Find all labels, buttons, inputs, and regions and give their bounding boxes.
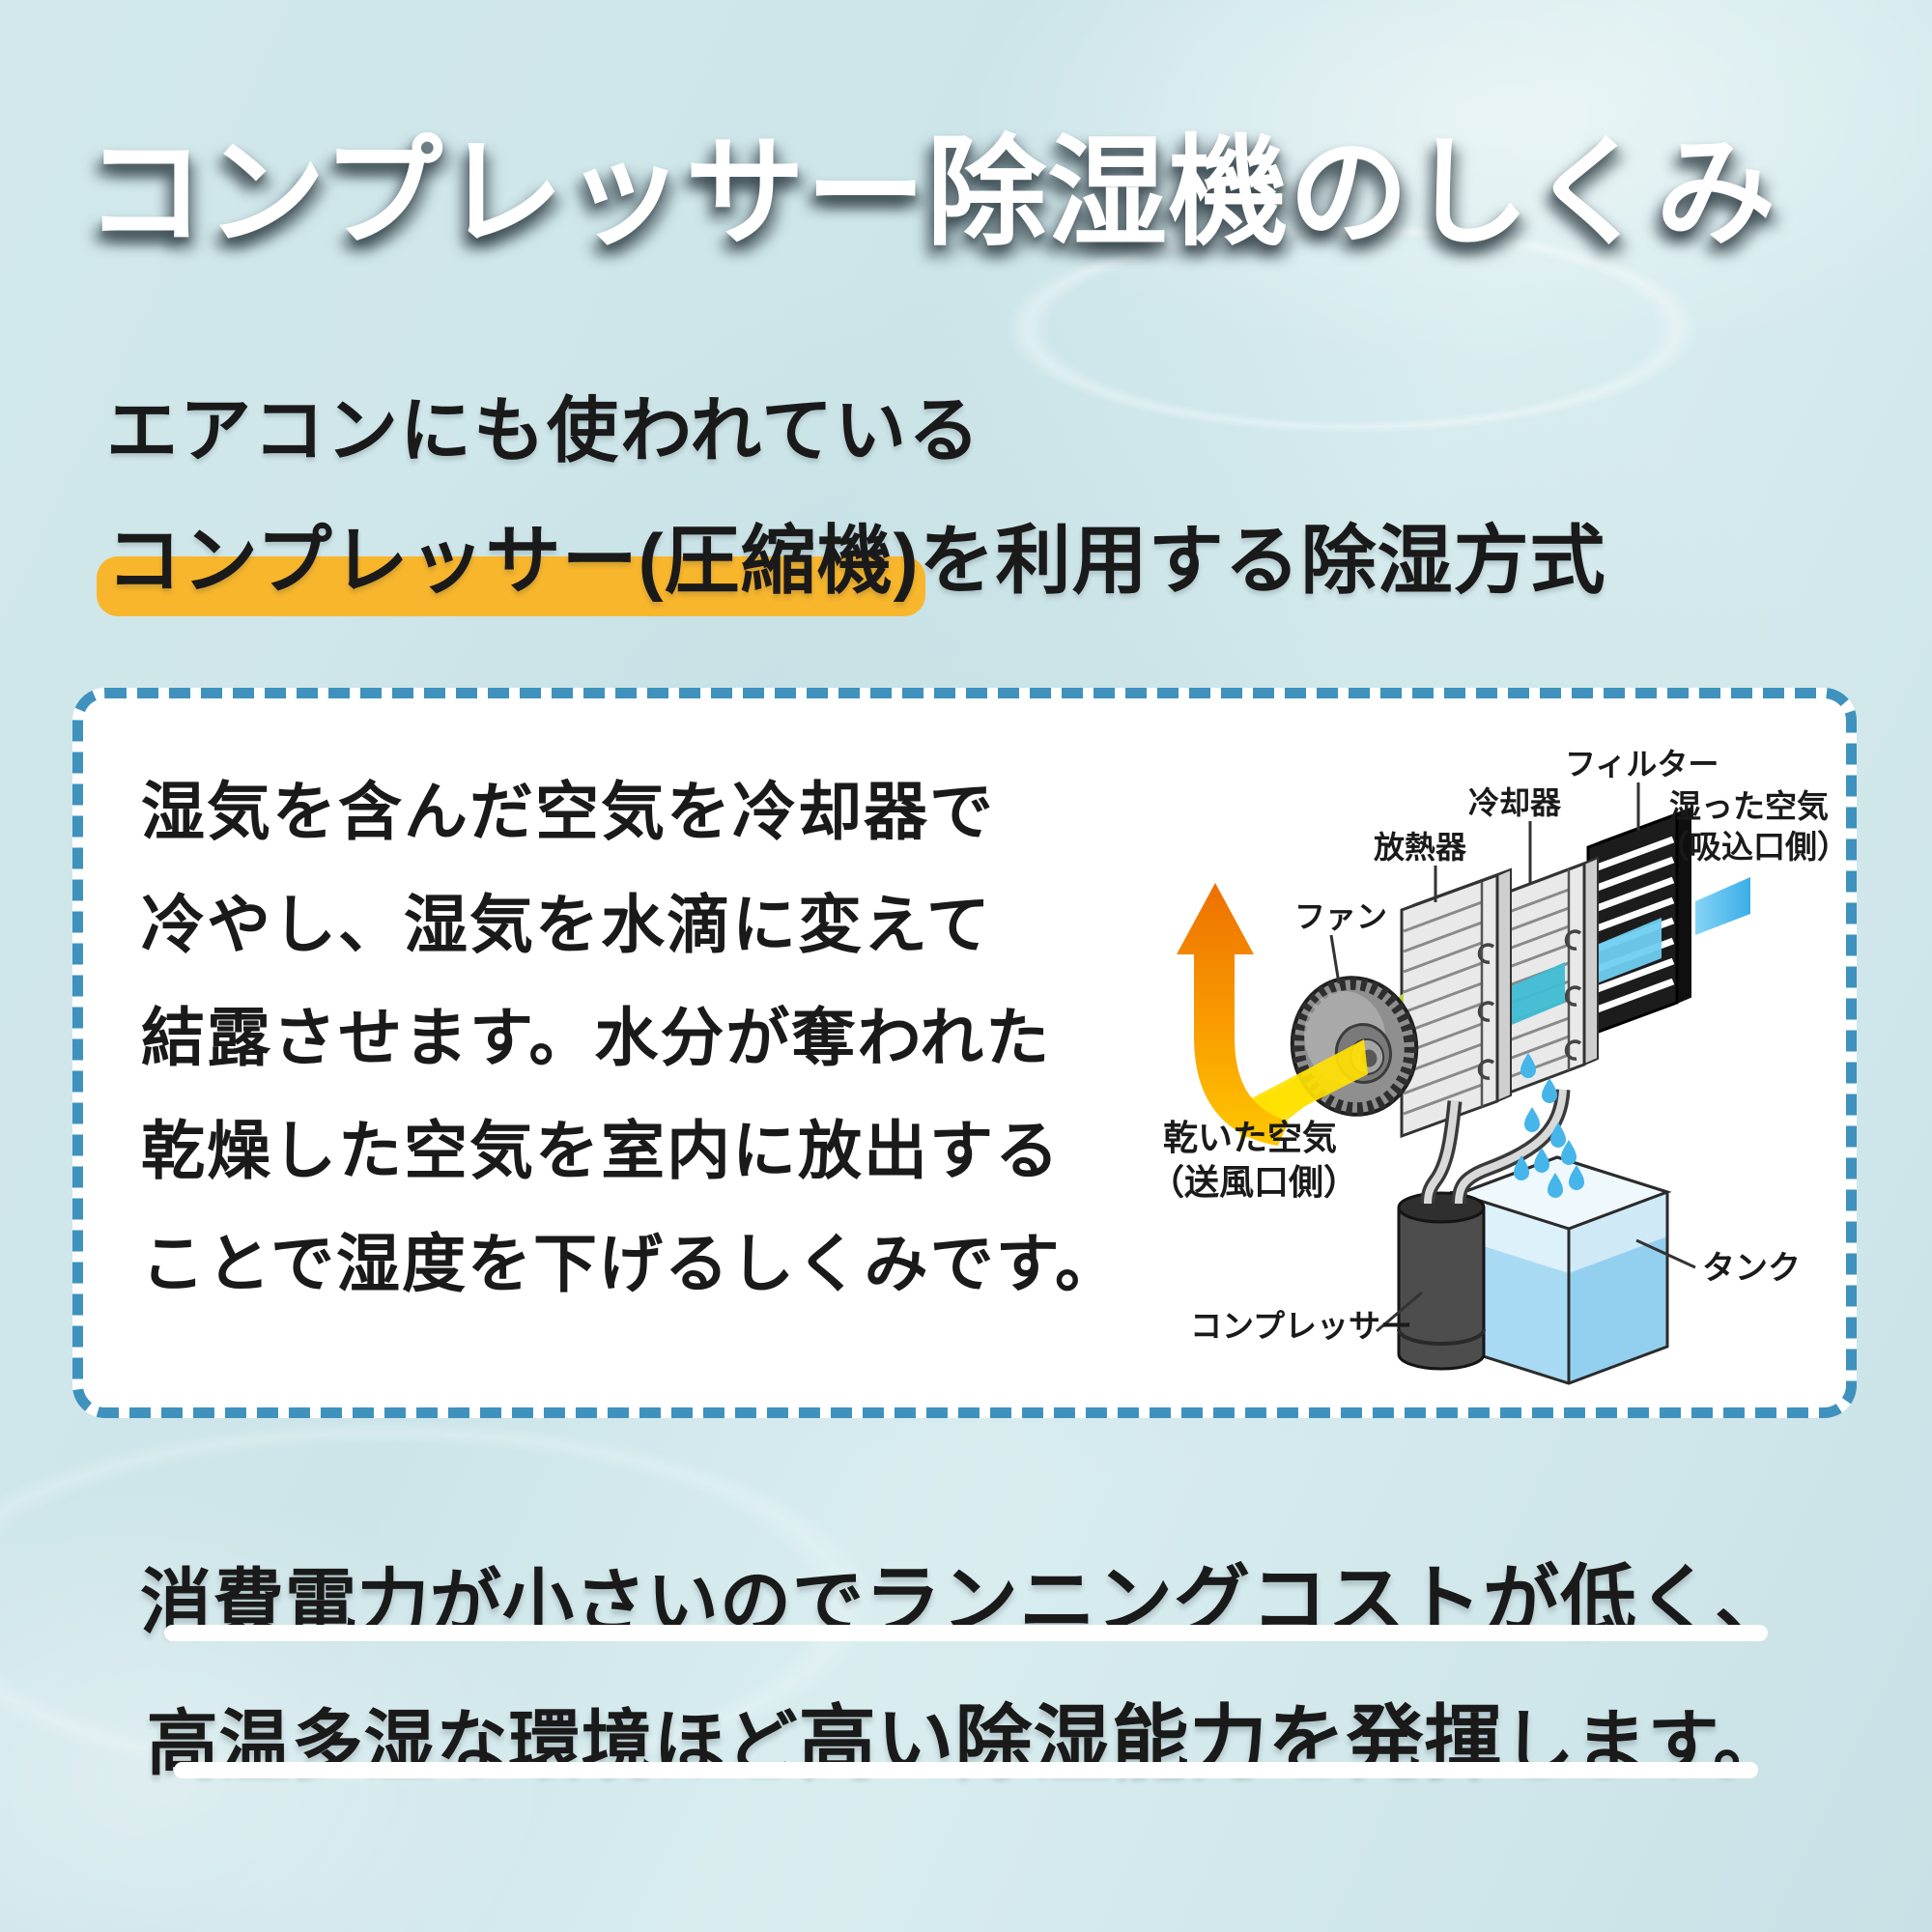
compressor-label: コンプレッサー xyxy=(1190,1308,1412,1344)
intro-line-2-rest: を利用する除湿方式 xyxy=(919,518,1606,603)
intro-line-1: エアコンにも使われている xyxy=(106,390,982,470)
intro-line-2: コンプレッサー(圧縮機)を利用する除湿方式 xyxy=(106,500,1606,609)
dehumidifier-diagram: フィルター 冷却器 放熱器 ファン 湿った空気 （吸込口側） 乾いた空気 （送風… xyxy=(1150,747,1849,1385)
underline-bar-2 xyxy=(174,1762,1758,1778)
underline-bar-1 xyxy=(164,1625,1768,1641)
page-title: コンプレッサー除湿機のしくみ xyxy=(85,127,1777,260)
dry-air-label-line1: 乾いた空気 xyxy=(1163,1118,1337,1157)
explanation-line: 冷やし、湿気を水滴に変えて xyxy=(141,889,992,960)
airflow-wedge-2 xyxy=(1495,962,1565,1032)
radiator-panel xyxy=(1400,867,1512,1139)
radiator-label: 放熱器 xyxy=(1374,830,1467,865)
moist-air-label-line2: （吸込口側） xyxy=(1658,829,1849,865)
dry-air-label-line2: （送風口側） xyxy=(1150,1162,1358,1202)
moist-air-arrow xyxy=(1695,877,1750,935)
airflow-wedge-1 xyxy=(1592,918,1662,985)
explanation-line: 結露させます。水分が奪われた xyxy=(141,1002,1052,1073)
fan-label: ファン xyxy=(1294,899,1387,934)
moist-air-label-line1: 湿った空気 xyxy=(1669,788,1829,824)
exhaust-arrow xyxy=(1177,883,1289,1146)
tank-label: タンク xyxy=(1702,1250,1801,1287)
explanation-line: 乾燥した空気を室内に放出する xyxy=(141,1115,1061,1186)
explanation-line: ことで湿度を下げるしくみです。 xyxy=(141,1228,1122,1299)
explanation-line: 湿気を含んだ空気を冷却器で xyxy=(141,776,995,847)
filter-label: フィルター xyxy=(1565,747,1719,781)
explanation-text: 湿気を含んだ空気を冷却器で 冷やし、湿気を水滴に変えて 結露させます。水分が奪わ… xyxy=(141,755,1121,1321)
dry-air-band xyxy=(1242,1039,1368,1136)
water-tank xyxy=(1454,1155,1672,1385)
refrigerant-pipes xyxy=(1420,1089,1571,1205)
highlighted-keyword: コンプレッサー(圧縮機) xyxy=(106,518,920,603)
cooler-label: 冷却器 xyxy=(1468,785,1562,820)
label-leader-lines xyxy=(1329,782,1696,1333)
